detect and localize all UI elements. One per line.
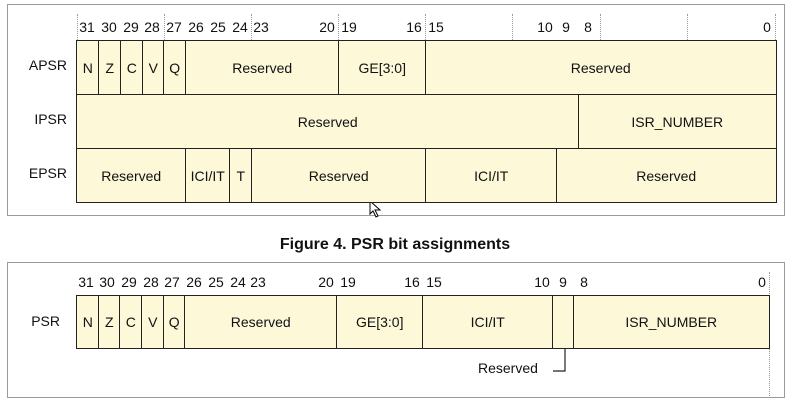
bit-label: 30	[101, 19, 117, 35]
register-field: V	[141, 295, 165, 349]
register-field: Reserved	[556, 148, 777, 203]
bit-label: 23	[253, 19, 269, 35]
bit-label: 20	[319, 19, 335, 35]
bit-guide	[164, 14, 165, 40]
bit-guide	[425, 14, 426, 40]
register-field: ISR_NUMBER	[573, 295, 770, 349]
register-field: GE[3:0]	[336, 295, 424, 349]
bit-label: 19	[341, 19, 357, 35]
register-field: ICI/IT	[422, 295, 554, 349]
reserved-callout-line	[553, 348, 566, 372]
register-field: ICI/IT	[425, 148, 558, 203]
register-field: ICI/IT	[185, 148, 231, 203]
bit-guide	[775, 14, 776, 40]
bit-label: 15	[426, 274, 442, 290]
bit-label: 0	[758, 274, 766, 290]
register-field: C	[119, 295, 143, 349]
bit-label: 27	[166, 19, 182, 35]
register-field: ISR_NUMBER	[578, 94, 777, 149]
bit-label: 8	[584, 19, 592, 35]
bit-label: 20	[318, 274, 334, 290]
register-field: V	[142, 40, 165, 95]
bit-label: 25	[210, 19, 226, 35]
bit-label: 10	[537, 19, 553, 35]
bit-guide	[687, 14, 688, 40]
register-name: EPSR	[28, 165, 67, 181]
bit-guide	[600, 14, 601, 40]
register-name: PSR	[31, 313, 60, 329]
register-name: IPSR	[34, 111, 67, 127]
bit-label: 27	[164, 274, 180, 290]
bit-guide	[512, 14, 513, 40]
bit-label: 23	[250, 274, 266, 290]
register-field	[552, 295, 575, 349]
register-field: Q	[163, 40, 187, 95]
bit-label: 31	[79, 19, 95, 35]
bit-label: 16	[406, 19, 422, 35]
bit-label: 26	[186, 274, 202, 290]
bit-label: 8	[580, 274, 588, 290]
bit-label: 9	[559, 274, 567, 290]
bit-label: 0	[763, 19, 771, 35]
register-field: Reserved	[185, 40, 340, 95]
bit-label: 28	[144, 19, 160, 35]
register-field: GE[3:0]	[338, 40, 427, 95]
register-name: APSR	[28, 57, 67, 73]
register-field: Reserved	[76, 148, 187, 203]
bit-label: 29	[123, 19, 139, 35]
bit-label: 19	[340, 274, 356, 290]
figure-4-title: Figure 4. PSR bit assignments	[279, 236, 511, 253]
bit-guide	[769, 272, 770, 396]
bit-label: 15	[428, 19, 444, 35]
mouse-cursor-icon	[369, 200, 382, 218]
bit-label: 29	[121, 274, 137, 290]
register-field: Z	[98, 295, 121, 349]
bit-label: 25	[208, 274, 224, 290]
bit-label: 10	[534, 274, 550, 290]
bit-label: 26	[188, 19, 204, 35]
register-field: N	[76, 40, 100, 95]
register-field: Reserved	[251, 148, 427, 203]
bit-guide	[251, 14, 252, 40]
bit-label: 30	[99, 274, 115, 290]
register-field: Z	[98, 40, 122, 95]
bit-label: 24	[230, 274, 246, 290]
bit-label: 9	[562, 19, 570, 35]
bit-label: 24	[232, 19, 248, 35]
bit-label: 16	[404, 274, 420, 290]
bit-guide	[338, 14, 339, 40]
register-field: Q	[163, 295, 186, 349]
bit-label: 28	[143, 274, 159, 290]
register-field: Reserved	[425, 40, 777, 95]
register-field: Reserved	[184, 295, 338, 349]
register-field: T	[229, 148, 253, 203]
register-field: Reserved	[76, 94, 580, 149]
register-field: N	[76, 295, 100, 349]
reserved-callout-label: Reserved	[478, 360, 538, 376]
register-field: C	[120, 40, 144, 95]
bit-guide	[77, 14, 78, 40]
bit-label: 31	[78, 274, 94, 290]
